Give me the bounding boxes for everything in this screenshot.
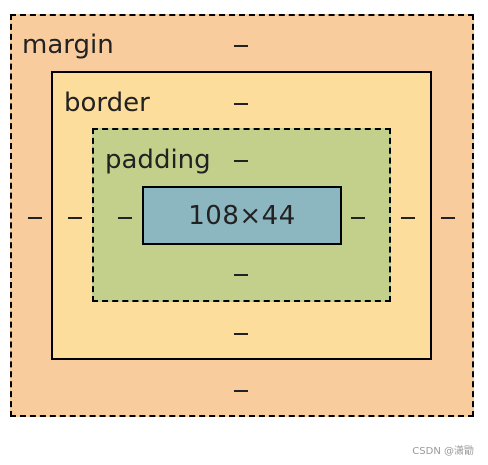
padding-left-dash: [118, 217, 132, 219]
border-top-dash: [234, 103, 248, 105]
margin-label: margin: [22, 30, 114, 60]
padding-right-dash: [351, 217, 365, 219]
margin-right-dash: [441, 217, 455, 219]
margin-top-dash: [234, 45, 248, 47]
border-left-dash: [68, 217, 82, 219]
padding-top-dash: [234, 160, 248, 162]
border-bottom-dash: [234, 333, 248, 335]
padding-label: padding: [105, 145, 211, 175]
content-size: 108×44: [188, 200, 296, 231]
watermark: CSDN @潇勖: [412, 446, 474, 457]
margin-left-dash: [28, 217, 42, 219]
border-right-dash: [401, 217, 415, 219]
padding-bottom-dash: [234, 274, 248, 276]
border-label: border: [64, 88, 150, 118]
margin-bottom-dash: [234, 390, 248, 392]
content-box: 108×44: [142, 186, 342, 245]
